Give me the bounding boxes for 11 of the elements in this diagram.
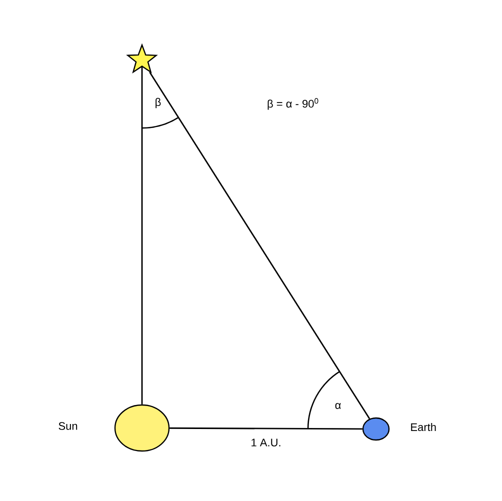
connector-line bbox=[149, 72, 370, 420]
connector-line bbox=[170, 427, 362, 430]
connector-line bbox=[141, 66, 143, 404]
angle-label: α bbox=[335, 403, 341, 410]
planet-circle bbox=[114, 404, 170, 452]
angle-label: β bbox=[156, 98, 161, 108]
edge-label: 1 A.U. bbox=[250, 438, 282, 448]
planet-circle bbox=[362, 417, 390, 441]
body-label: Sun bbox=[58, 422, 78, 430]
body-label: Earth bbox=[411, 422, 436, 432]
equation-label: β = α - 90$^{0}$ bbox=[268, 98, 318, 110]
